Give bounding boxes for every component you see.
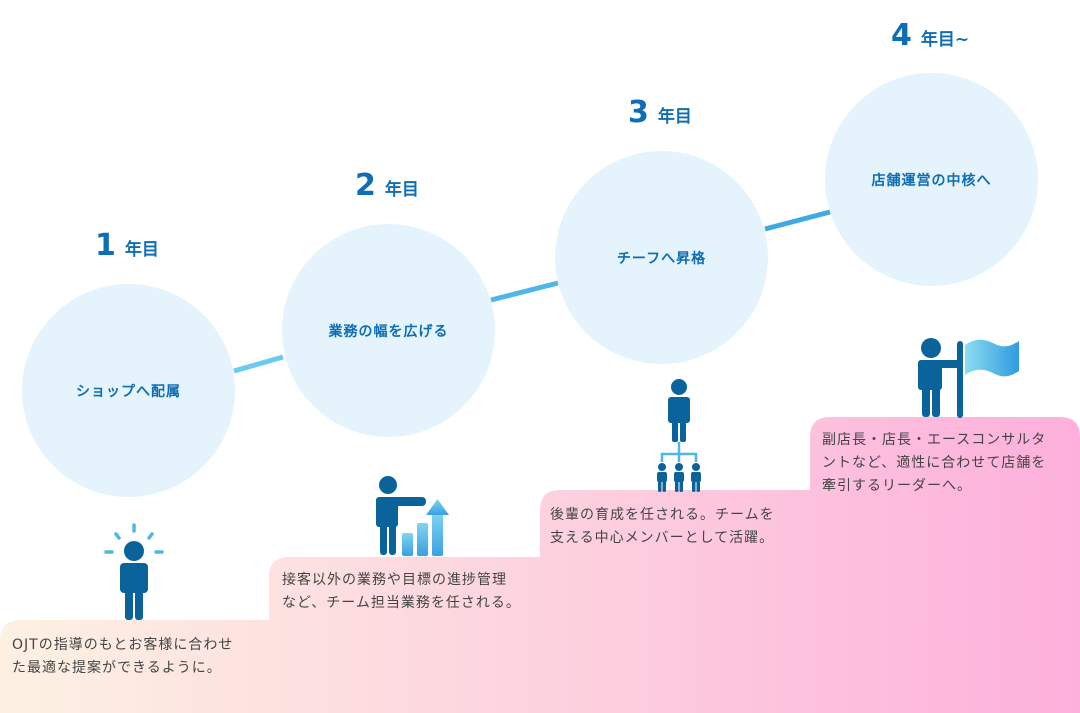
year-unit: 年目 — [657, 107, 692, 127]
person-flag-icon — [918, 338, 1019, 418]
stage-circle-1: ショップへ配属 — [22, 284, 235, 497]
description-line: など、チーム担当業務を任される。 — [282, 595, 521, 611]
stage-circle-3: チーフへ昇格 — [555, 151, 768, 364]
stage-title: 業務の幅を広げる — [328, 323, 449, 340]
year-label-3: 3 年目 — [628, 95, 692, 130]
year-number: 4 — [891, 18, 912, 53]
year-number: 3 — [628, 95, 649, 130]
description-line: た最適な提案ができるように。 — [12, 660, 222, 676]
connector-1-2 — [233, 354, 284, 374]
year-label-2: 2 年目 — [355, 168, 419, 203]
description-line: 支える中心メンバーとして活躍。 — [550, 530, 775, 546]
person-growth-chart-icon — [376, 476, 449, 556]
staircase-shape — [0, 417, 1080, 713]
stage-description-4: 副店長・店長・エースコンサルタ ントなど、適性に合わせて店舗を 牽引するリーダー… — [822, 429, 1046, 498]
description-line: 牽引するリーダーへ。 — [822, 478, 972, 494]
description-line: 後輩の育成を任される。チームを — [550, 507, 775, 523]
team-hierarchy-icon — [657, 379, 701, 492]
connector-2-3 — [490, 280, 559, 303]
stage-circle-2: 業務の幅を広げる — [282, 224, 495, 437]
stage-title: 店舗運営の中核へ — [871, 172, 992, 189]
description-line: 接客以外の業務や目標の進捗管理 — [282, 572, 507, 588]
stage-circle-4: 店舗運営の中核へ — [825, 73, 1038, 286]
year-label-4: 4 年目~ — [891, 18, 969, 53]
year-unit: 年目 — [124, 240, 159, 260]
year-number: 2 — [355, 168, 376, 203]
year-number: 1 — [95, 228, 116, 263]
description-line: 副店長・店長・エースコンサルタ — [822, 432, 1047, 448]
year-unit: 年目 — [384, 180, 419, 200]
connector-3-4 — [764, 209, 831, 232]
year-unit: 年目~ — [920, 30, 970, 50]
stage-description-1: OJTの指導のもとお客様に合わせ た最適な提案ができるように。 — [12, 634, 233, 680]
year-label-1: 1 年目 — [95, 228, 159, 263]
description-line: ントなど、適性に合わせて店舗を — [822, 455, 1047, 471]
person-idea-icon — [104, 523, 164, 620]
stage-description-2: 接客以外の業務や目標の進捗管理 など、チーム担当業務を任される。 — [282, 569, 521, 615]
stage-title: チーフへ昇格 — [616, 250, 707, 267]
stage-description-3: 後輩の育成を任される。チームを 支える中心メンバーとして活躍。 — [550, 504, 775, 550]
description-line: OJTの指導のもとお客様に合わせ — [12, 637, 234, 653]
stage-title: ショップへ配属 — [76, 383, 181, 400]
